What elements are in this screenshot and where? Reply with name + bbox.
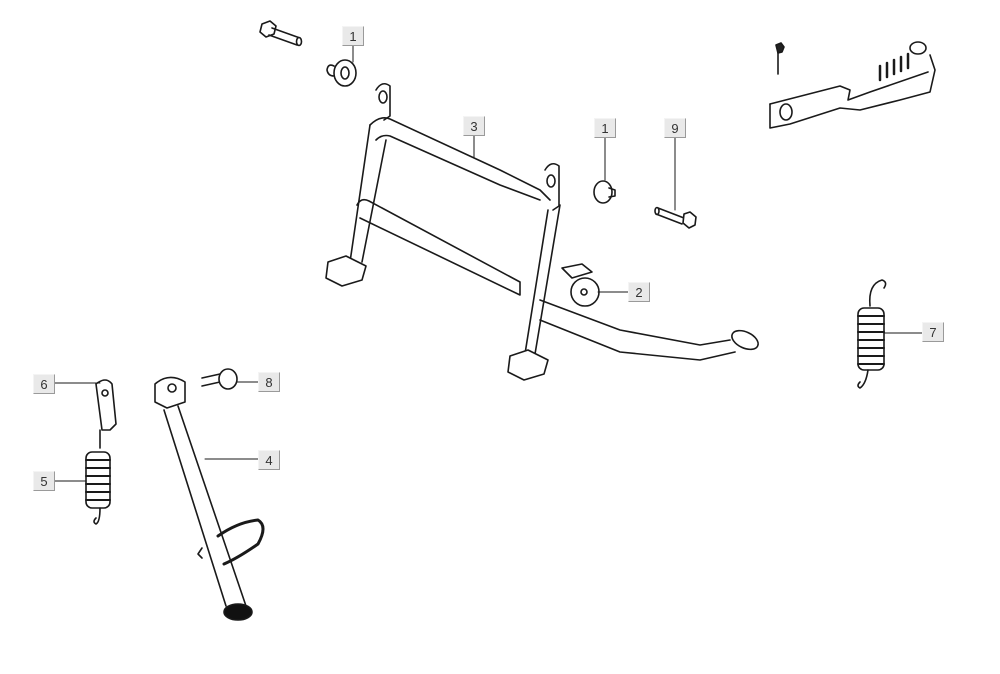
callout-8[interactable]: 8: [258, 372, 280, 392]
spring-plate-icon: [95, 379, 117, 449]
bushing-top-icon: [326, 59, 357, 87]
stopper-rubber-icon: [561, 263, 600, 307]
callout-1-middle[interactable]: 1: [594, 118, 616, 138]
callout-2[interactable]: 2: [628, 282, 650, 302]
pivot-bolt-icon: [654, 206, 697, 229]
main-stand-icon: [325, 82, 759, 381]
spring-right-icon: [857, 279, 887, 389]
side-stand-icon: [154, 376, 265, 621]
bushing-middle-icon: [593, 180, 616, 204]
spring-left-icon: [85, 451, 111, 525]
callout-6[interactable]: 6: [33, 374, 55, 394]
callout-1-top[interactable]: 1: [342, 26, 364, 46]
side-stand-bolt-icon: [201, 368, 238, 390]
callout-3[interactable]: 3: [463, 116, 485, 136]
bolt-top-left-icon: [259, 20, 303, 47]
callout-4[interactable]: 4: [258, 450, 280, 470]
kick-lever-icon: [769, 41, 936, 129]
callout-7[interactable]: 7: [922, 322, 944, 342]
callout-9[interactable]: 9: [664, 118, 686, 138]
callout-5[interactable]: 5: [33, 471, 55, 491]
